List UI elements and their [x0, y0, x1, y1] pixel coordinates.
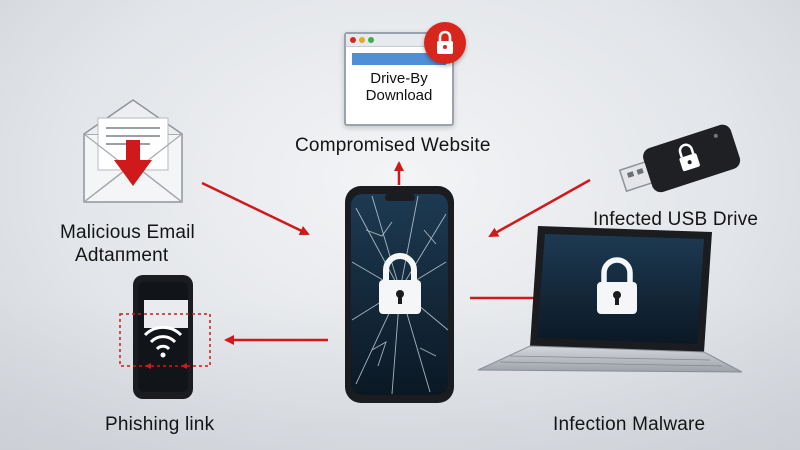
window-dot-icon: [350, 37, 356, 43]
padlock-icon: [437, 30, 453, 54]
window-dot-icon: [368, 37, 374, 43]
label-phishing-link: Phishing link: [105, 414, 215, 435]
laptop-lock-icon: [477, 226, 743, 373]
label-infected-usb: Infected USB Drive: [593, 209, 759, 230]
arrow-from-usb: [488, 178, 591, 238]
envelope-download-icon: [83, 99, 183, 203]
label-malicious-email-line1: Malicious Email: [60, 222, 195, 243]
drive-by-line2: Download: [365, 87, 433, 104]
label-malicious-email-line2: Adtaпment: [75, 245, 169, 266]
label-infection-malware: Infection Malware: [553, 414, 706, 435]
drive-by-download-text: Drive-By Download: [350, 70, 448, 104]
arrow-from-email: [201, 181, 310, 236]
cracked-phone-lock-icon: [345, 186, 454, 403]
lock-badge-icon: [424, 22, 466, 64]
drive-by-line1: Drive-By: [370, 70, 428, 87]
usb-drive-lock-icon: [618, 124, 741, 193]
window-dot-icon: [359, 37, 365, 43]
label-compromised-website: Compromised Website: [295, 135, 491, 156]
phone-wifi-icon: [119, 275, 211, 399]
browser-address-bar: [352, 53, 446, 65]
